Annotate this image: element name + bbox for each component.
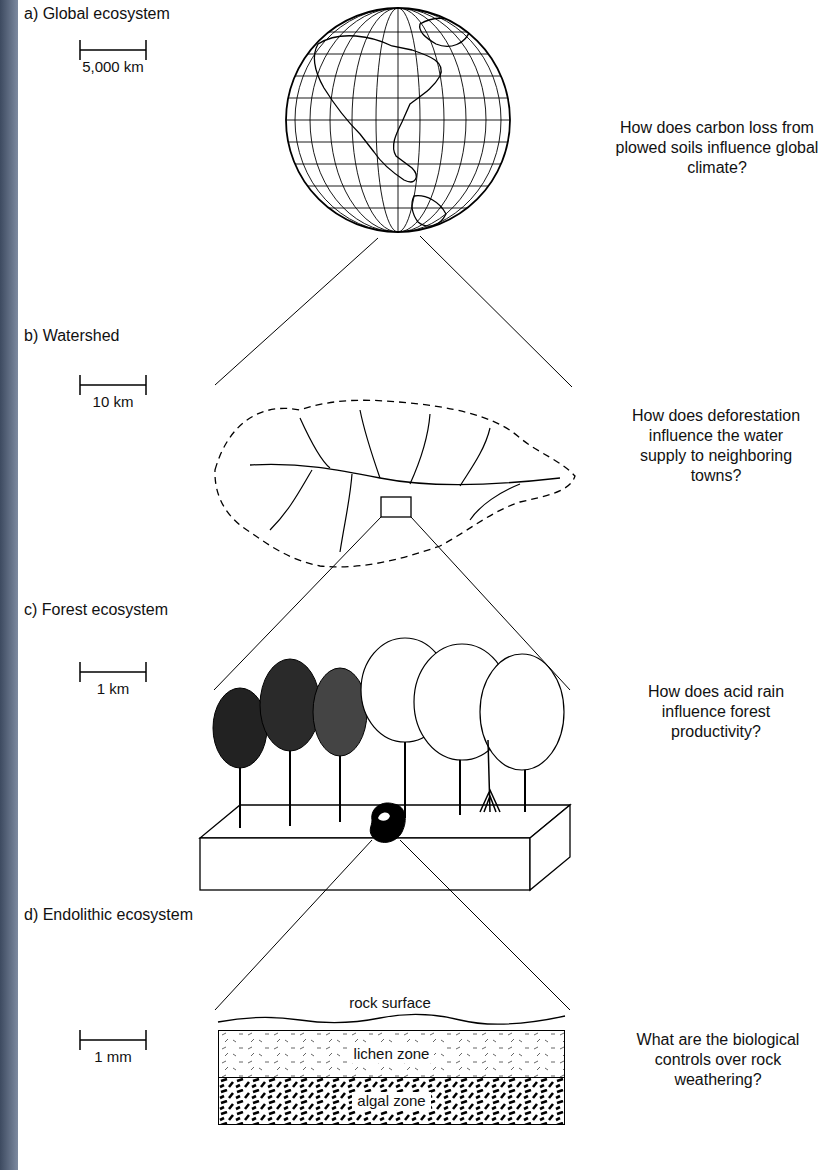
question-text: How does carbon loss from plowed soils i… [608, 118, 826, 178]
feature-label: rock surface [290, 994, 490, 1013]
panel-heading: c) Forest ecosystem [24, 600, 344, 620]
scale-label: 1 km [53, 680, 173, 699]
scale-label: 1 mm [53, 1048, 173, 1067]
forest [200, 638, 570, 890]
scale-label: 5,000 km [53, 58, 173, 77]
panel-heading: a) Global ecosystem [24, 4, 344, 24]
zone-label: algal zone [352, 1092, 430, 1110]
side-strip [0, 0, 18, 1170]
question-text: How does deforestation influence the wat… [626, 406, 806, 486]
scale-label: 10 km [53, 393, 173, 412]
panel-heading: d) Endolithic ecosystem [24, 905, 344, 925]
rock-surface-line [218, 1014, 565, 1024]
lichen-band: lichen zone [218, 1030, 565, 1078]
zone-label: lichen zone [349, 1045, 435, 1063]
question-text: How does acid rain influence forest prod… [636, 682, 796, 742]
question-text: What are the biological controls over ro… [612, 1030, 824, 1090]
globe [280, 8, 520, 232]
panel-heading: b) Watershed [24, 326, 344, 346]
scale-bars [80, 40, 146, 1050]
watershed-map [215, 400, 575, 567]
zoom-lines [214, 236, 572, 1010]
algal-band: algal zone [218, 1077, 565, 1125]
